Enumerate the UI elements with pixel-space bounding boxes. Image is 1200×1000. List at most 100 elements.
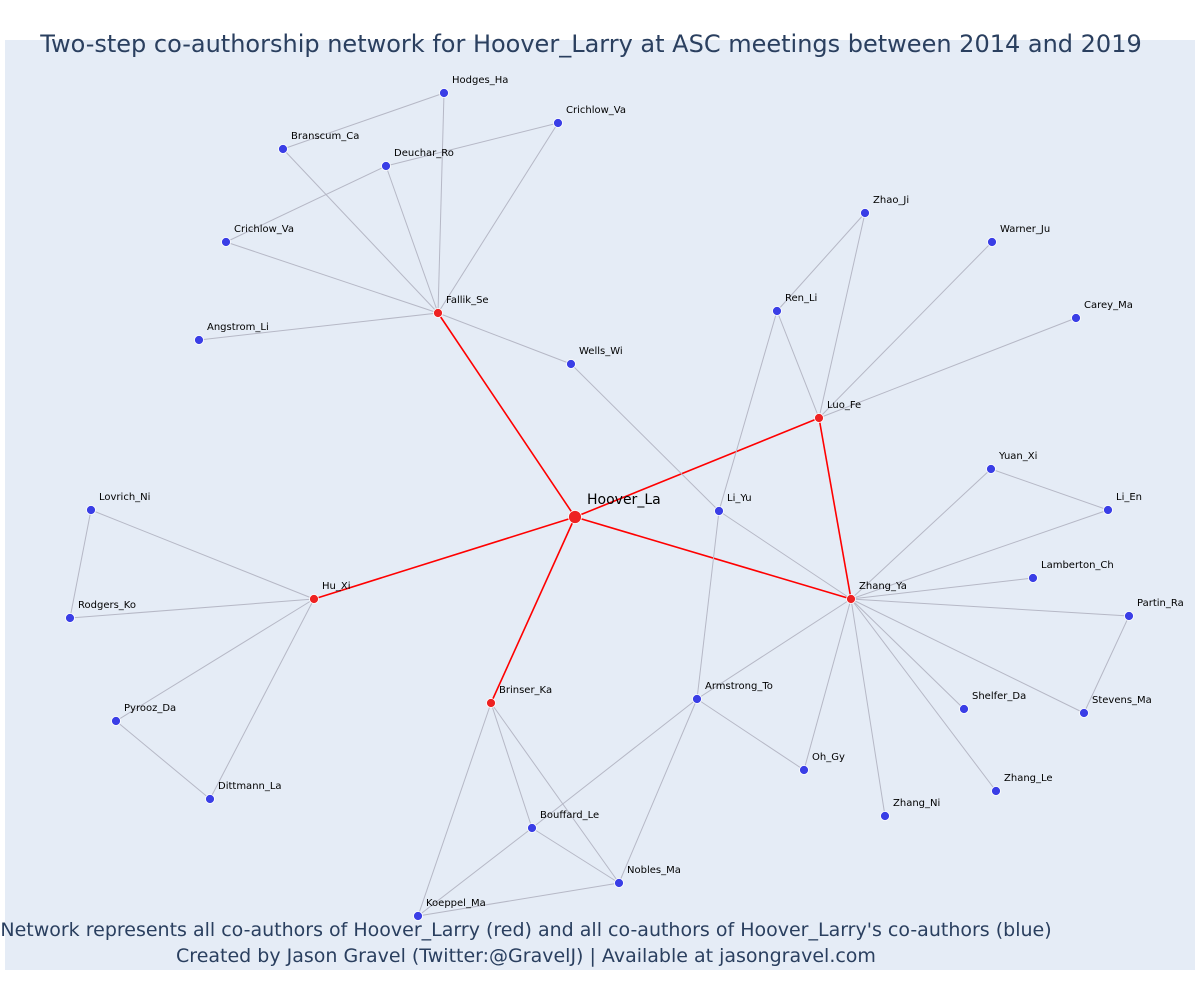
node-hoover[interactable] [568, 510, 582, 524]
edge-pyrooz-dittmann [115, 720, 211, 800]
edge-deuchar-crichlow2 [225, 165, 387, 243]
edge-wells-liyu [570, 363, 720, 512]
node-label-nobles: Nobles_Ma [627, 865, 681, 876]
edge-brinser-koeppel [417, 702, 492, 917]
edge-fallik-crichlow1 [437, 122, 559, 314]
edge-armstrong-ohgy [696, 698, 805, 771]
edge-fallik-hodges [437, 92, 445, 314]
edge-hoover-hu [313, 516, 576, 600]
edge-luo-zhaoji [818, 212, 866, 419]
edge-luo-zhangya [818, 417, 852, 600]
edge-zhangya-lien [850, 509, 1109, 600]
node-lovrich[interactable] [86, 505, 96, 515]
node-label-armstrong: Armstrong_To [705, 681, 773, 692]
node-label-hodges: Hodges_Ha [452, 75, 508, 86]
node-deuchar[interactable] [381, 161, 391, 171]
node-ohgy[interactable] [799, 765, 809, 775]
node-nobles[interactable] [614, 878, 624, 888]
node-label-angstrom: Angstrom_Li [207, 322, 269, 333]
chart-title: Two-step co-authorship network for Hoove… [40, 30, 1142, 58]
nodes-layer [65, 88, 1134, 921]
edge-zhangya-zhangle [850, 598, 997, 792]
node-warner[interactable] [987, 237, 997, 247]
edge-hoover-fallik [437, 312, 576, 518]
node-angstrom[interactable] [194, 335, 204, 345]
edge-armstrong-bouffard [531, 698, 698, 829]
node-lien[interactable] [1103, 505, 1113, 515]
node-zhaoji[interactable] [860, 208, 870, 218]
node-wells[interactable] [566, 359, 576, 369]
node-zhangni[interactable] [880, 811, 890, 821]
node-branscum[interactable] [278, 144, 288, 154]
node-partin[interactable] [1124, 611, 1134, 621]
edge-hoover-luo [574, 417, 820, 518]
node-label-crichlow2: Crichlow_Va [234, 224, 294, 235]
node-bouffard[interactable] [527, 823, 537, 833]
node-label-warner: Warner_Ju [1000, 224, 1050, 235]
edge-armstrong-nobles [618, 698, 698, 884]
edge-lovrich-rodgers [69, 509, 92, 619]
node-shelfer[interactable] [959, 704, 969, 714]
node-crichlow2[interactable] [221, 237, 231, 247]
node-zhangle[interactable] [991, 786, 1001, 796]
edge-hoover-brinser [490, 516, 576, 704]
node-hodges[interactable] [439, 88, 449, 98]
node-carey[interactable] [1071, 313, 1081, 323]
node-label-deuchar: Deuchar_Ro [394, 148, 454, 159]
node-liyu[interactable] [714, 506, 724, 516]
node-label-crichlow1: Crichlow_Va [566, 105, 626, 116]
edge-partin-stevens [1083, 615, 1130, 714]
node-armstrong[interactable] [692, 694, 702, 704]
plot-area [5, 40, 1195, 970]
node-stevens[interactable] [1079, 708, 1089, 718]
edge-liyu-armstrong [696, 510, 720, 700]
edge-brinser-bouffard [490, 702, 533, 829]
node-rodgers[interactable] [65, 613, 75, 623]
node-label-pyrooz: Pyrooz_Da [124, 703, 176, 714]
edge-hu-lovrich [90, 509, 315, 600]
edge-yuan-lien [990, 468, 1109, 511]
edge-deuchar-crichlow1 [385, 122, 559, 167]
node-yuan[interactable] [986, 464, 996, 474]
edge-zhangya-armstrong [696, 598, 852, 700]
node-label-liyu: Li_Yu [727, 493, 752, 504]
edge-hu-rodgers [69, 598, 315, 619]
node-label-lamberton: Lamberton_Ch [1041, 560, 1114, 571]
edge-zhangya-ohgy [803, 598, 852, 771]
node-pyrooz[interactable] [111, 716, 121, 726]
edge-bouffard-koeppel [417, 827, 533, 917]
edge-zhangya-partin [850, 598, 1130, 617]
node-label-brinser: Brinser_Ka [499, 685, 552, 696]
node-renli[interactable] [772, 306, 782, 316]
node-label-lovrich: Lovrich_Ni [99, 492, 150, 503]
edge-brinser-nobles [490, 702, 620, 884]
node-hu[interactable] [309, 594, 319, 604]
node-luo[interactable] [814, 413, 824, 423]
edge-luo-renli [776, 310, 820, 419]
node-crichlow1[interactable] [553, 118, 563, 128]
node-label-hu: Hu_Xi [322, 581, 351, 592]
edge-fallik-deuchar [385, 165, 439, 314]
edge-zhangya-stevens [850, 598, 1085, 714]
node-label-ohgy: Oh_Gy [812, 752, 845, 763]
node-fallik[interactable] [433, 308, 443, 318]
node-brinser[interactable] [486, 698, 496, 708]
node-label-stevens: Stevens_Ma [1092, 695, 1152, 706]
node-koeppel[interactable] [413, 911, 423, 921]
node-zhangya[interactable] [846, 594, 856, 604]
edge-zhangya-shelfer [850, 598, 965, 710]
node-label-luo: Luo_Fe [827, 400, 861, 411]
node-dittmann[interactable] [205, 794, 215, 804]
node-label-dittmann: Dittmann_La [218, 781, 282, 792]
node-label-shelfer: Shelfer_Da [972, 691, 1026, 702]
node-label-rodgers: Rodgers_Ko [78, 600, 136, 611]
node-label-zhaoji: Zhao_Ji [873, 195, 909, 206]
edge-hu-pyrooz [115, 598, 315, 722]
edge-renli-zhaoji [776, 212, 866, 312]
edge-renli-liyu [718, 310, 778, 512]
node-label-branscum: Branscum_Ca [291, 131, 359, 142]
edge-luo-warner [818, 241, 993, 419]
node-lamberton[interactable] [1028, 573, 1038, 583]
